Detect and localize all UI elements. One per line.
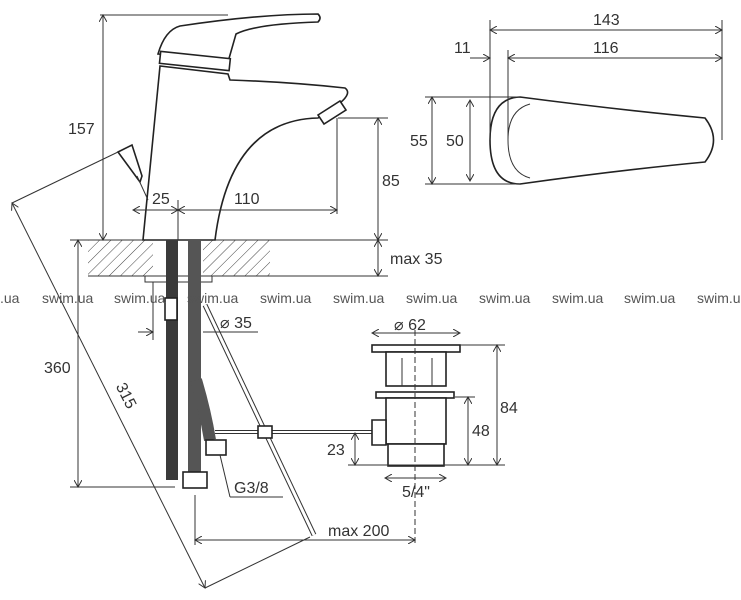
dim-143-label: 143 (593, 12, 620, 29)
dim-84-label: 84 (500, 400, 518, 417)
dim-116-label: 116 (593, 40, 619, 57)
dim-55-label: 55 (410, 133, 428, 150)
dim-d62-label: ⌀ 62 (394, 317, 426, 334)
countertop (70, 239, 388, 283)
watermark: swim.ua (260, 290, 312, 306)
dim-d35-label: ⌀ 35 (220, 315, 252, 332)
dim-50-label: 50 (446, 133, 464, 150)
watermark: swim.ua (187, 290, 239, 306)
dim-315-label: 315 (112, 380, 139, 412)
dim-23-label: 23 (327, 442, 345, 459)
watermark: swim.ua (42, 290, 94, 306)
watermark-row: .ua swim.ua swim.ua swim.ua swim.ua swim… (0, 290, 741, 306)
dim-360-label: 360 (44, 360, 71, 377)
dimension-lines (12, 15, 722, 588)
dim-110-label: 110 (234, 191, 260, 208)
faucet-body (116, 13, 349, 241)
dim-54-label: 5/4" (402, 484, 430, 501)
watermark: swim.ua (333, 290, 385, 306)
supply-hoses (164, 240, 227, 489)
popup-rod (202, 303, 372, 537)
dim-max35-label: max 35 (390, 251, 443, 268)
watermark: swim.ua (114, 290, 166, 306)
dim-11-label: 11 (454, 40, 471, 57)
watermark: swim.ua (479, 290, 531, 306)
thread-g38-label: G3/8 (234, 480, 269, 497)
watermark: swim.ua (552, 290, 604, 306)
dim-25-label: 25 (152, 191, 170, 208)
handle-top-view (489, 96, 715, 185)
dim-157-label: 157 (68, 121, 95, 138)
watermark: swim.ua (697, 290, 741, 306)
watermark: .ua (0, 290, 20, 306)
dim-max200-label: max 200 (328, 523, 389, 540)
watermark: swim.ua (624, 290, 676, 306)
watermark: swim.ua (406, 290, 458, 306)
dim-48-label: 48 (472, 423, 490, 440)
dim-85-label: 85 (382, 173, 400, 190)
drain-valve (371, 330, 461, 545)
